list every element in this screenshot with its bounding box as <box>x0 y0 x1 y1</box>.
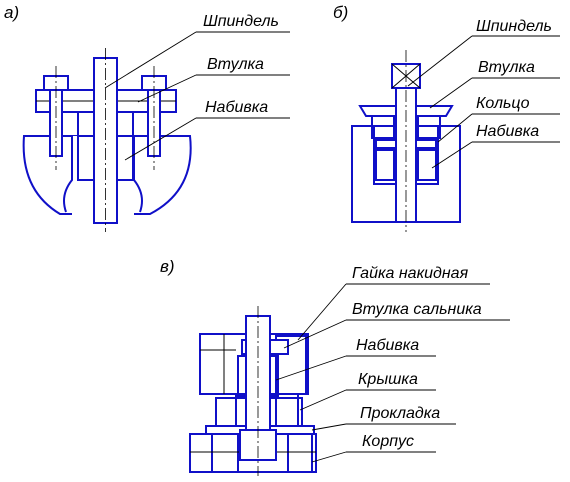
panel-a-label-spindle: Шпиндель <box>203 13 279 30</box>
panel-v: в) <box>160 257 510 476</box>
panel-v-label-gasket: Прокладка <box>360 405 440 422</box>
panel-b-tag: б) <box>333 3 348 22</box>
panel-a-tag: а) <box>4 3 19 22</box>
panel-b-label-bushing: Втулка <box>478 59 535 76</box>
panel-b-label-ring: Кольцо <box>476 95 530 112</box>
panel-v-label-cap-nut: Гайка накидная <box>352 265 469 282</box>
panel-a: а) Шпиндель Втулка Набивка <box>4 3 290 232</box>
panel-b: б) Шпиндель Втулка Кольцо Набивка <box>333 3 560 232</box>
panel-v-label-packing: Набивка <box>356 337 419 354</box>
panel-v-label-body: Корпус <box>362 433 414 450</box>
panel-b-packing-right <box>417 149 437 181</box>
panel-v-tag: в) <box>160 257 175 276</box>
panel-b-label-packing: Набивка <box>476 123 539 140</box>
panel-v-label-gland-bushing: Втулка сальника <box>352 301 482 318</box>
panel-a-label-bushing: Втулка <box>207 56 264 73</box>
panel-v-label-cover: Крышка <box>358 371 418 388</box>
panel-b-packing-left <box>375 149 395 181</box>
panel-a-label-packing: Набивка <box>205 99 268 116</box>
panel-b-label-spindle: Шпиндель <box>476 18 552 35</box>
